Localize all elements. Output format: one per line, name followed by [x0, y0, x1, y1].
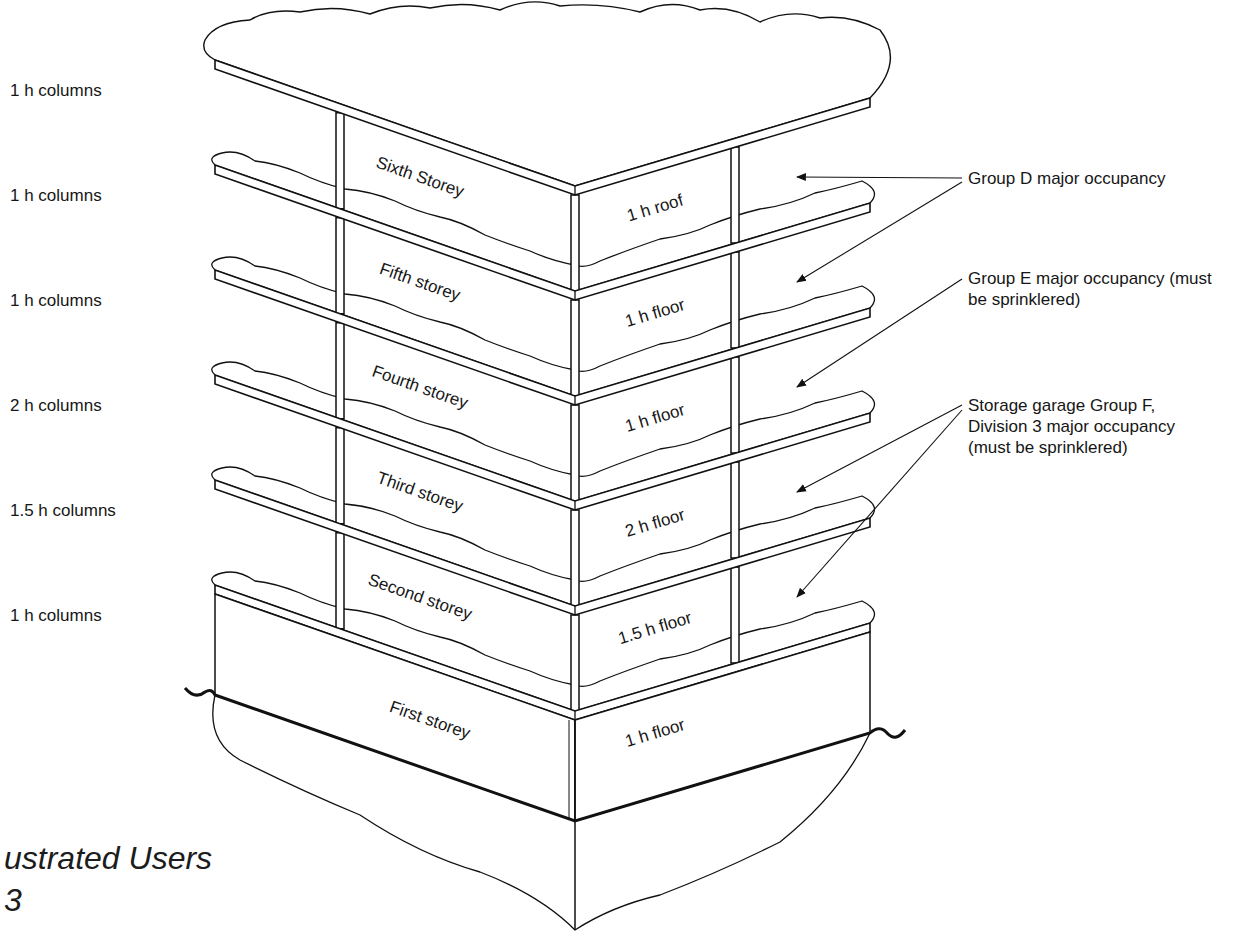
columns — [336, 113, 739, 711]
callout-leaders — [797, 177, 962, 597]
caption-fragment: 3 — [4, 880, 22, 920]
storey-name: Fifth storey — [377, 258, 463, 306]
column-rating: 1 h columns — [10, 185, 102, 206]
floor-rating: 1 h floor — [623, 294, 688, 332]
floor-rating: 1 h floor — [623, 714, 688, 752]
slab-edges — [215, 60, 870, 720]
storey-name: Third storey — [374, 467, 466, 516]
floor-rating: 1.5 h floor — [616, 607, 694, 649]
storey-name: First storey — [387, 696, 473, 744]
column-rating: 1 h columns — [10, 605, 102, 626]
caption-fragment: ustrated Users — [4, 838, 212, 878]
storey-name: Second storey — [365, 569, 475, 625]
occupancy-callout: Group D major occupancy — [968, 168, 1218, 189]
ground-cut — [213, 695, 870, 930]
occupancy-callout: Group E major occupancy (must be sprinkl… — [968, 268, 1218, 310]
column-rating: 1 h columns — [10, 80, 102, 101]
floor-rating: 1 h floor — [623, 399, 688, 437]
ground-line — [185, 688, 905, 821]
floor-rating: 2 h floor — [623, 504, 688, 542]
storey-name: Fourth storey — [369, 361, 470, 414]
column-rating: 1 h columns — [10, 290, 102, 311]
column-rating: 1.5 h columns — [10, 500, 116, 521]
storey-name: Sixth Storey — [373, 152, 466, 202]
occupancy-callout: Storage garage Group F, Division 3 major… — [968, 395, 1218, 458]
column-rating: 2 h columns — [10, 395, 102, 416]
floor-rating: 1 h roof — [624, 190, 685, 227]
